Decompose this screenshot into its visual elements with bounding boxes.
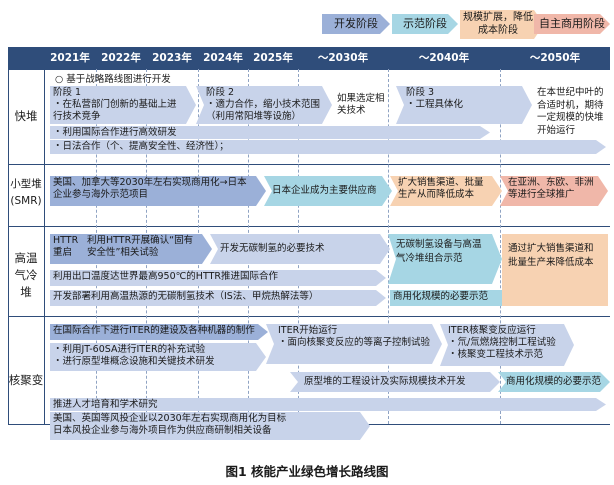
htr-demo-arrow: 无碳制氢设备与高温气冷堆组合示范 xyxy=(388,234,502,284)
fusion-japan-venture: 日本风投企业参与海外项目作为供应商研制相关设备 xyxy=(53,425,272,436)
fusion-iter-reaction-arrow: ITER核聚变反应运行 ・氘/氚燃烧控制工程试验 ・核聚变工程技术示范 xyxy=(440,324,574,366)
fusion-iter-build-arrow: 在国际合作下进行ITER的建设及各种机器的制作 xyxy=(50,324,268,340)
smr-global-arrow: 在亚洲、东欧、非洲等进行全球推广 xyxy=(500,176,608,206)
year-2024: 2024年 xyxy=(203,52,243,64)
htr-is-process-arrow: 开发部署利用高温热源的无碳制氢技术（IS法、甲烷热解法等） xyxy=(50,290,386,306)
fusion-us-uk-venture: 美国、英国等风投企业以2030年左右实现商用化为目标 xyxy=(53,413,287,424)
fusion-talent-arrow: 推进人才培育和学术研究 xyxy=(50,398,606,411)
legend-self: 自主商用阶段 xyxy=(534,14,610,34)
label-column-border xyxy=(44,69,45,424)
year-2022: 2022年 xyxy=(101,52,141,64)
fusion-plasma-test: ・面向核聚变反应的等离子控制试验 xyxy=(278,337,431,348)
fast-intl-coop-arrow: ・利用国际合作进行高效研发 xyxy=(50,126,490,139)
year-2050: ～2050年 xyxy=(529,52,581,64)
fusion-iter-reaction-title: ITER核聚变反应运行 xyxy=(448,325,536,336)
fast-strategy-note: ○ 基于战略路线图进行开发 xyxy=(55,74,171,85)
smr-scale-arrow: 扩大销售渠道、批量生产从而降低成本 xyxy=(390,176,502,206)
row-divider xyxy=(8,69,610,70)
fusion-jt60sa-arrow: ・利用JT-60SA进行ITER的补充试验 ・进行原型堆概念设施和关键技术研发 xyxy=(50,343,266,371)
fast-phase1-title: 阶段 1 xyxy=(53,87,82,98)
fast-condition-note: 如果选定相关技术 xyxy=(337,93,385,116)
fast-phase2-desc: ・適力合作，缩小技术范围（利用常阳堆等设施） xyxy=(206,99,321,122)
fusion-iter-start-title: ITER开始运行 xyxy=(278,325,338,336)
fast-phase3-desc: ・工程具体化 xyxy=(406,99,464,110)
figure-caption: 图1 核能产业绿色增长路线图 xyxy=(225,464,389,479)
fusion-venture-arrow: 美国、英国等风投企业以2030年左右实现商用化为目标 日本风投企业参与海外项目作… xyxy=(50,412,370,440)
legend-scale: 规模扩展，降低成本阶段 xyxy=(460,10,544,39)
fusion-prototype-rd: ・进行原型堆概念设施和关键技术研发 xyxy=(53,356,215,367)
fusion-prototype-design-arrow: 原型堆的工程设计及实际规模技术开发 xyxy=(290,372,500,392)
year-2021: 2021年 xyxy=(50,52,90,64)
year-2030: ～2030年 xyxy=(317,52,369,64)
fast-phase1-arrow: 阶段 1 ・在私营部门创新的基础上进行技术竞争 xyxy=(50,86,196,124)
fast-phase3-title: 阶段 3 xyxy=(406,87,435,98)
row-divider xyxy=(8,164,610,165)
year-2023: 2023年 xyxy=(152,52,192,64)
htr-hydrogen-dev-arrow: 开发无碳制氢的必要技术 xyxy=(210,234,390,264)
htr-commercial-demo: 商用化规模的必要示范 xyxy=(390,290,502,306)
fast-phase3-arrow: 阶段 3 ・工程具体化 xyxy=(396,86,532,124)
legend-dev: 开发阶段 xyxy=(322,14,390,34)
fast-phase1-desc: ・在私营部门创新的基础上进行技术竞争 xyxy=(53,99,177,122)
htr-safety-test-arrow: 利用HTTR开展确认“固有安全性”相关试验 xyxy=(84,234,212,264)
smr-overseas-arrow: 美国、加拿大等2030年左右实现商用化→日本企业参与海外示范项目 xyxy=(50,176,266,206)
fusion-burn-control: ・氘/氚燃烧控制工程试验 xyxy=(448,337,556,348)
htr-restart-box: HTTR重启 xyxy=(50,234,84,264)
year-2025: 2025年 xyxy=(253,52,293,64)
fast-phase2-title: 阶段 2 xyxy=(206,87,235,98)
htr-intl-coop-arrow: 利用出口温度达世界最高950℃的HTTR推进国际合作 xyxy=(50,270,386,286)
row-divider xyxy=(8,226,610,227)
fusion-engineering-demo: ・核聚变工程技术示范 xyxy=(448,349,544,360)
year-header xyxy=(8,47,610,69)
year-2040: ～2040年 xyxy=(418,52,470,64)
row-divider xyxy=(8,316,610,317)
fusion-jt60sa-test: ・利用JT-60SA进行ITER的补充试验 xyxy=(53,344,206,355)
legend-demo: 示范阶段 xyxy=(392,14,458,34)
fusion-iter-start-arrow: ITER开始运行 ・面向核聚变反应的等离子控制试验 xyxy=(266,324,442,364)
fast-japan-france-arrow: ・日法合作（个、提高安全性、经济性）； xyxy=(50,140,606,154)
fast-operation-note: 在本世纪中叶的合适时机，期待一定规模的快堆开始运行 xyxy=(537,87,604,136)
row-label-smr: 小型堆(SMR) xyxy=(10,178,42,207)
row-label-fast-reactor: 快堆 xyxy=(14,109,38,123)
row-label-htr: 高温气冷堆 xyxy=(14,251,38,299)
row-label-fusion: 核聚变 xyxy=(8,373,44,387)
left-border xyxy=(8,47,9,424)
smr-supplier-arrow: 日本企业成为主要供应商 xyxy=(264,176,392,206)
year-gridline xyxy=(388,69,389,424)
fusion-commercial-demo-arrow: 商用化规模的必要示范 xyxy=(498,372,610,392)
year-gridline xyxy=(500,69,501,424)
fast-phase2-arrow: 阶段 2 ・適力合作，缩小技术范围（利用常阳堆等设施） xyxy=(196,86,332,124)
htr-cost-box: 通过扩大销售渠道和批量生产来降低成本 xyxy=(502,234,608,306)
